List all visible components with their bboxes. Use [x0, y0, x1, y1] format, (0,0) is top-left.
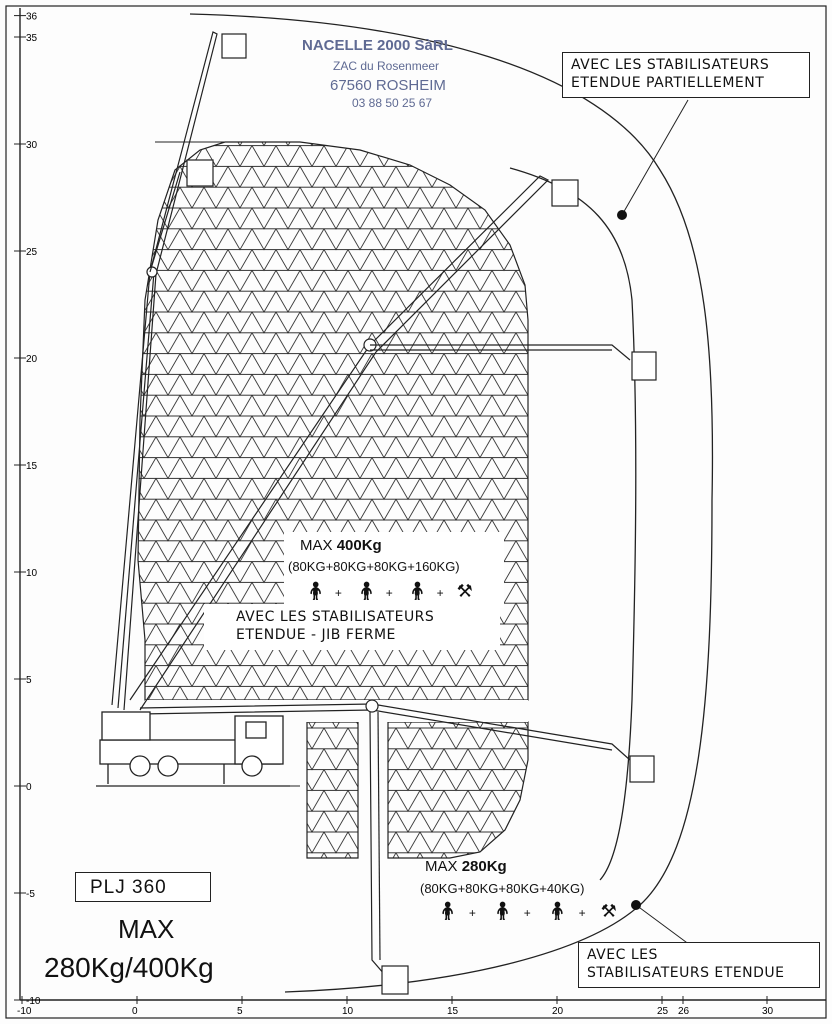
annotation-partial-line1: AVEC LES STABILISATEURS [571, 57, 770, 73]
annotation-jib-closed: AVEC LES STABILISATEURS ETENDUE - JIB FE… [204, 604, 500, 650]
x-tick-label: 0 [132, 1006, 138, 1017]
company-address: ZAC du Rosenmeer [333, 59, 440, 73]
person-icon: 🧍︎ [436, 901, 459, 921]
y-tick-label: 35 [26, 33, 38, 44]
annotation-jib-line2: ETENDUE - JIB FERME [236, 627, 396, 643]
y-tick-label: 36 [26, 12, 38, 23]
plus-icon: + [468, 906, 476, 920]
boom-horizontal [139, 699, 655, 995]
x-tick-label: -10 [17, 1006, 32, 1017]
envelope-partial [509, 167, 637, 881]
model-max-line2: 280Kg/400Kg [44, 952, 214, 983]
leader-extended [635, 904, 691, 946]
x-tick-label: 20 [552, 1006, 564, 1017]
y-tick-label: 20 [26, 354, 38, 365]
y-tick-label: 15 [26, 461, 38, 472]
diagram-frame [5, 5, 827, 1019]
annotation-extended-line1: AVEC LES [587, 947, 658, 963]
load-lower-breakdown: (80KG+80KG+80KG+40KG) [420, 881, 585, 896]
company-name: NACELLE 2000 SàRL [302, 37, 453, 54]
load-lower-icons: 🧍︎ + 🧍︎ + 🧍︎ + ⚒ [436, 902, 617, 920]
model-max-line1: MAX [118, 914, 175, 944]
leader-partial [621, 99, 689, 216]
x-tick-label: 15 [447, 1006, 459, 1017]
y-tick-label: 5 [26, 675, 32, 686]
y-axis-ticks: 36 35 30 25 20 15 10 5 0 -5 -10 [14, 12, 41, 1007]
load-upper-max-label: MAX [300, 537, 333, 554]
y-tick-label: 0 [26, 782, 32, 793]
y-tick-label: 10 [26, 568, 38, 579]
x-axis-ticks: -10 0 5 10 15 20 25 26 30 [17, 996, 774, 1017]
load-lower-max-value: 280Kg [461, 858, 507, 875]
model-name: PLJ 360 [90, 877, 167, 898]
annotation-jib-line1: AVEC LES STABILISATEURS [236, 609, 435, 625]
y-tick-label: 25 [26, 247, 38, 258]
load-upper-breakdown: (80KG+80KG+80KG+160KG) [288, 559, 460, 574]
annotation-partial: AVEC LES STABILISATEURS ETENDUE PARTIELL… [562, 52, 810, 98]
boom-vertical [111, 31, 247, 711]
tools-icon: ⚒ [600, 901, 617, 921]
tools-icon: ⚒ [456, 581, 473, 601]
x-tick-label: 26 [678, 1006, 690, 1017]
x-tick-label: 5 [237, 1006, 243, 1017]
y-tick-label: -10 [26, 996, 41, 1007]
y-tick-label: 30 [26, 140, 38, 151]
truck [96, 711, 290, 787]
y-tick-label: -5 [26, 889, 35, 900]
working-zone-lower-right [387, 721, 529, 859]
plus-icon: + [436, 586, 444, 600]
marker-extended [631, 900, 641, 910]
x-tick-label: 30 [762, 1006, 774, 1017]
annotation-partial-line2: ETENDUE PARTIELLEMENT [571, 75, 765, 91]
annotation-extended-line2: STABILISATEURS ETENDUE [587, 965, 785, 981]
person-icon: 🧍︎ [304, 581, 327, 601]
load-upper-icons: 🧍︎ + 🧍︎ + 🧍︎ + ⚒ [304, 582, 473, 600]
person-icon: 🧍︎ [405, 581, 429, 601]
working-zone-lower [306, 721, 359, 859]
load-lower-max: MAX 280Kg [425, 859, 507, 874]
plus-icon: + [385, 586, 393, 600]
load-upper-max-value: 400Kg [336, 537, 382, 554]
model-box: PLJ 360 [75, 872, 211, 902]
person-icon: 🧍︎ [354, 581, 378, 601]
load-box-upper: MAX 400Kg (80KG+80KG+80KG+160KG) 🧍︎ + 🧍︎ +… [284, 532, 504, 608]
person-icon: 🧍︎ [545, 901, 569, 921]
envelope-extended [189, 13, 714, 993]
plus-icon: + [334, 586, 342, 600]
boom-diagonal [129, 175, 657, 711]
person-icon: 🧍︎ [490, 901, 514, 921]
load-upper-max: MAX 400Kg [300, 538, 382, 553]
annotation-extended: AVEC LES STABILISATEURS ETENDUE [578, 942, 820, 988]
plus-icon: + [578, 906, 586, 920]
marker-partial [617, 210, 627, 220]
x-tick-label: 10 [342, 1006, 354, 1017]
load-lower-max-label: MAX [425, 858, 458, 875]
company-city: 67560 ROSHEIM [330, 77, 446, 94]
company-phone: 03 88 50 25 67 [352, 96, 433, 110]
plus-icon: + [523, 906, 531, 920]
x-tick-label: 25 [657, 1006, 669, 1017]
